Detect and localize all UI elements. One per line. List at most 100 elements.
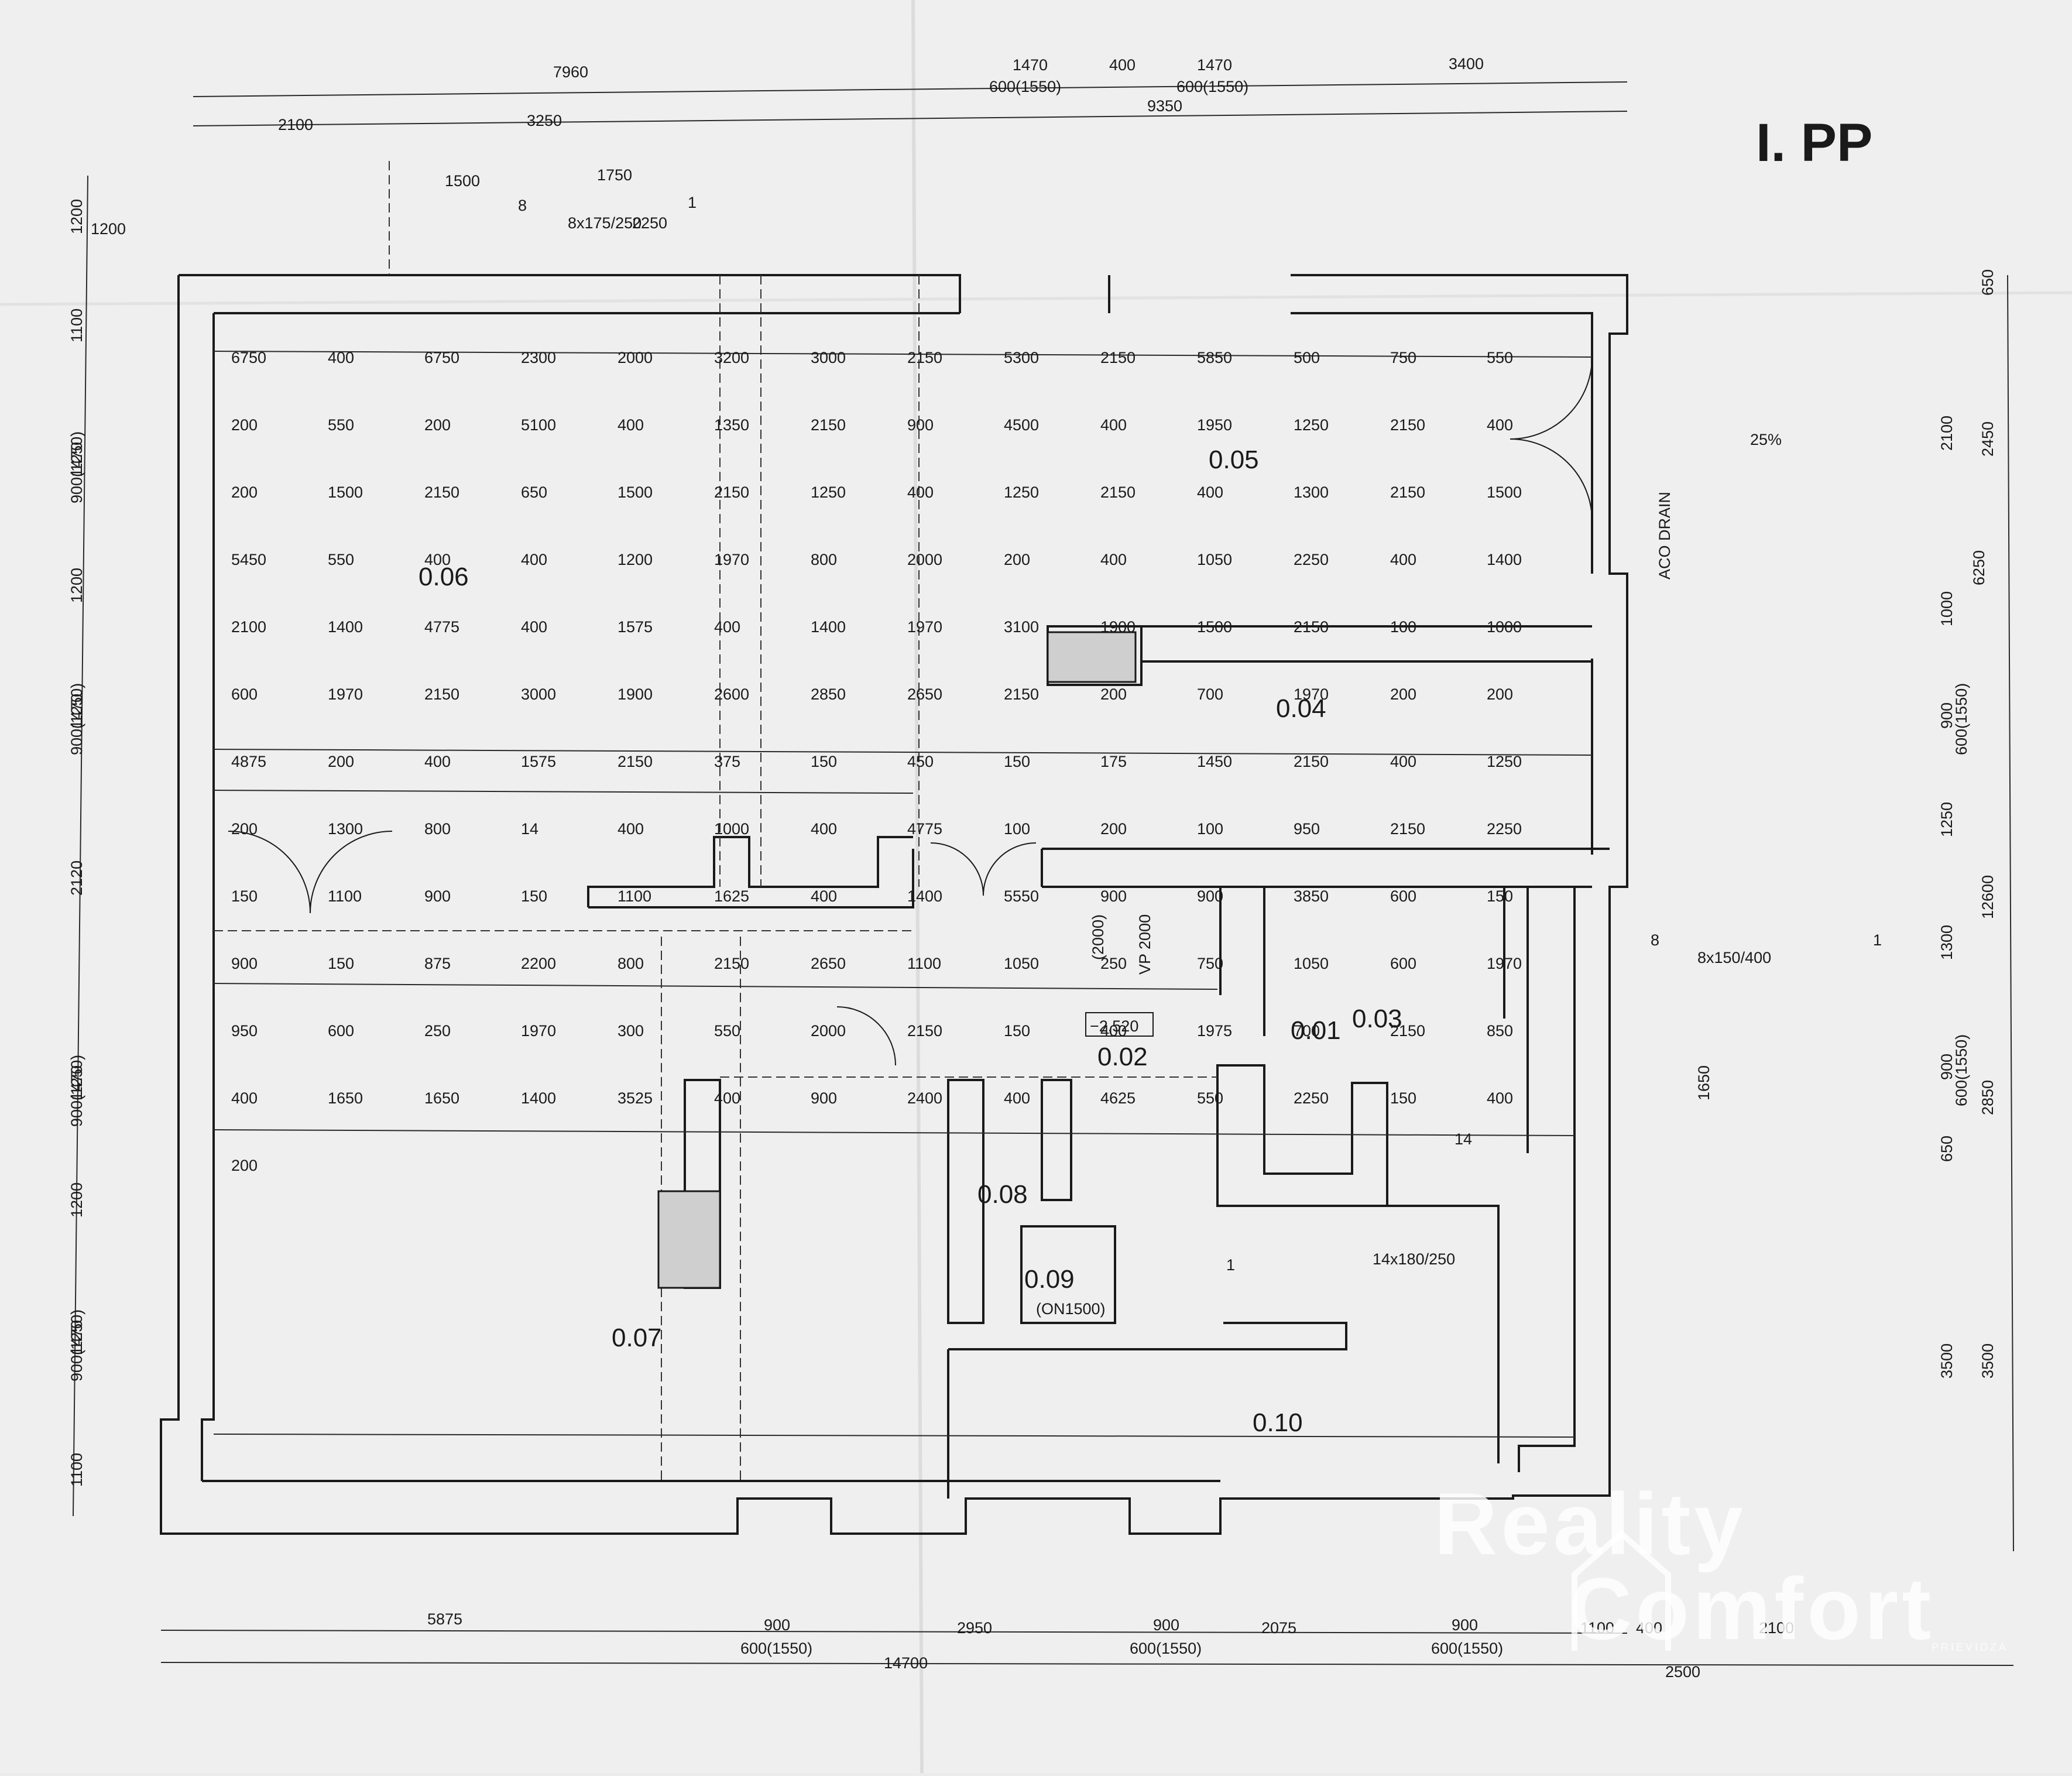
dimension-label: 600 <box>1390 955 1416 972</box>
dimension-label: 2150 <box>907 1022 942 1040</box>
beam-lines <box>214 161 1217 1481</box>
dimension-label: 4775 <box>907 820 942 838</box>
dimension-label: 200 <box>1100 685 1127 703</box>
dimension-label: 5550 <box>1004 887 1039 905</box>
dimension-label: 2500 <box>1665 1663 1700 1681</box>
dimension-label: 1400 <box>1487 551 1522 568</box>
dimension-label: 400 <box>231 1089 258 1107</box>
dimension-label: 3000 <box>811 349 846 366</box>
room-label: 0.04 <box>1276 694 1326 723</box>
dimension-label: 400 <box>618 416 644 434</box>
dimension-label: 2850 <box>811 685 846 703</box>
dimension-label: 3500 <box>1938 1343 1956 1379</box>
dimension-label: 3400 <box>1449 55 1484 73</box>
dimension-label: 2100 <box>231 618 266 636</box>
dimension-label: 1200 <box>91 220 126 238</box>
dimension-label: 5300 <box>1004 349 1039 366</box>
dimension-label: 2100 <box>1759 1619 1794 1637</box>
dimension-label: 250 <box>1100 955 1127 972</box>
dimension-label: 150 <box>1004 753 1030 770</box>
dimension-label: 3525 <box>618 1089 653 1107</box>
dimension-label: 14 <box>521 820 538 838</box>
dimension-label: 2250 <box>1487 820 1522 838</box>
dimension-label: 150 <box>1004 1022 1030 1040</box>
dimension-label: 2150 <box>1100 349 1136 366</box>
dimension-label: 900(1250) <box>68 683 85 755</box>
dimension-label: 5450 <box>231 551 266 568</box>
dimension-label: 2120 <box>68 860 85 896</box>
door-swing <box>1510 356 1593 522</box>
room-label: 0.03 <box>1352 1004 1402 1033</box>
dimension-label: 1200 <box>68 1182 85 1218</box>
dimension-label: 2150 <box>1294 618 1329 636</box>
stair-start-label: 1 <box>688 194 697 211</box>
dimension-label: 1650 <box>1695 1065 1713 1100</box>
paper-fold <box>0 291 2072 306</box>
dimension-label: 1100 <box>907 955 941 972</box>
dimension-label: 1970 <box>328 685 363 703</box>
dimension-label: 1300 <box>1938 925 1956 960</box>
dimension-label: 1970 <box>714 551 749 568</box>
paper-fold <box>911 0 924 1774</box>
stair-count-label: 8 <box>1651 931 1659 949</box>
on-label: (ON1500) <box>1036 1300 1106 1318</box>
dimension-label: 400 <box>714 618 740 636</box>
room-label: 0.02 <box>1097 1043 1148 1071</box>
dimension-label: 600 <box>328 1022 354 1040</box>
dimension-label: 900 <box>811 1089 837 1107</box>
watermark-small: PRIEVIDZA <box>1932 1641 2008 1653</box>
dimension-label: 900 <box>1100 887 1127 905</box>
dimensions-left: 120011001470900(1250)12001470900(1250)21… <box>68 199 85 1487</box>
dimension-label: 2250 <box>1294 551 1329 568</box>
dimension-label: 4500 <box>1004 416 1039 434</box>
dimension-label: 12600 <box>1979 875 1996 919</box>
dimension-label: 1970 <box>521 1022 556 1040</box>
partition-wall <box>947 1079 984 1324</box>
watermark-line2: Comfort <box>1569 1559 1934 1658</box>
dimension-label: 1470 <box>68 442 85 477</box>
dimension-label: 900 <box>424 887 451 905</box>
dimension-label: 900 <box>1938 1054 1956 1080</box>
dimension-label: 1970 <box>907 618 942 636</box>
room-label: 0.09 <box>1024 1265 1075 1294</box>
dimension-label: 7960 <box>553 63 588 81</box>
dimension-label: 400 <box>1390 551 1416 568</box>
dimension-label: 400 <box>1100 1022 1127 1040</box>
dimension-label: 1470 <box>68 1065 85 1100</box>
dimension-label: 900(1250) <box>68 431 85 503</box>
dimension-label: 1250 <box>1294 416 1329 434</box>
dimension-label: 300 <box>618 1022 644 1040</box>
dimension-label: 1000 <box>1487 618 1522 636</box>
dimension-label: 2150 <box>1390 1022 1425 1040</box>
dimension-label: 2150 <box>811 416 846 434</box>
dimension-label: 2150 <box>714 484 749 501</box>
dimension-label: 950 <box>1294 820 1320 838</box>
dimension-label: 2250 <box>1294 1089 1329 1107</box>
partition-wall <box>1020 1225 1116 1324</box>
dimension-label: 600(1550) <box>1130 1640 1202 1657</box>
vp-label: VP 2000 <box>1136 914 1154 975</box>
dimension-label: 800 <box>618 955 644 972</box>
dimension-label: 1650 <box>424 1089 459 1107</box>
dimension-label: 900 <box>1197 887 1223 905</box>
dimension-label: 700 <box>1197 685 1223 703</box>
outer-wall-inner <box>201 312 1593 1482</box>
dimension-label: 150 <box>1487 887 1513 905</box>
dimension-label: 200 <box>1004 551 1030 568</box>
dimension-label: 500 <box>1294 349 1320 366</box>
dimension-label: 450 <box>907 753 934 770</box>
dimension-label: 550 <box>328 416 354 434</box>
dimension-label: 900(1250) <box>68 1055 85 1127</box>
dimension-label: 1500 <box>1487 484 1522 501</box>
dimension-label: 6750 <box>424 349 459 366</box>
dimension-label: 2150 <box>1004 685 1039 703</box>
dimension-label: 600 <box>1390 887 1416 905</box>
dimension-label: 200 <box>424 416 451 434</box>
dimension-label: 2150 <box>424 484 459 501</box>
dimension-label: 700 <box>1294 1022 1320 1040</box>
dimension-label: 200 <box>328 753 354 770</box>
dimension-label: 400 <box>1004 1089 1030 1107</box>
dimension-label: 2450 <box>1979 421 1996 457</box>
